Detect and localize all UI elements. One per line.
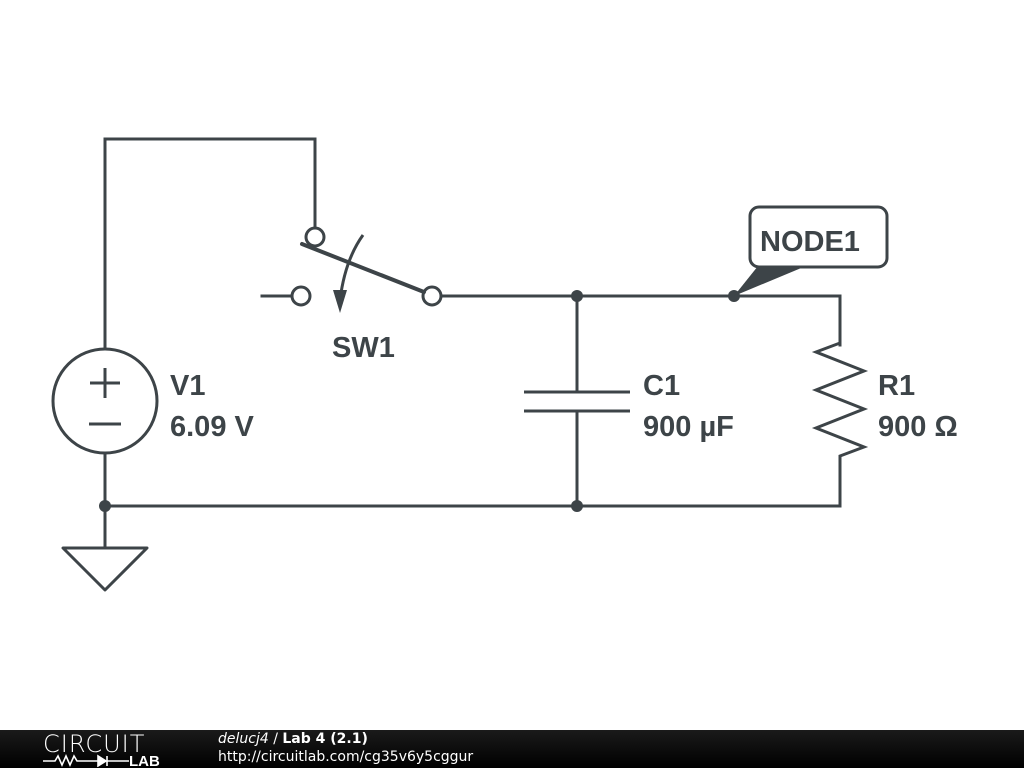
switch-arrow-head-icon	[333, 290, 347, 313]
c1-value-label: 900 µF	[643, 411, 734, 443]
capacitor-c1[interactable]: C1 900 µF	[524, 370, 734, 443]
switch-sw1[interactable]: SW1	[290, 226, 443, 364]
junction-dot	[571, 290, 583, 302]
author-link[interactable]: delucj4	[218, 731, 269, 747]
switch-blade	[300, 242, 426, 294]
node1-text: NODE1	[760, 226, 860, 258]
ground-icon	[61, 546, 149, 592]
title-separator: /	[268, 731, 283, 747]
footer-title-line: delucj4 / Lab 4 (2.1)	[218, 731, 368, 748]
node1-pointer	[734, 266, 806, 296]
voltage-source-v1[interactable]: V1 6.09 V	[51, 347, 254, 455]
switch-terminal-open	[290, 285, 312, 307]
switch-terminal-closed	[421, 285, 443, 307]
switch-terminal-common	[304, 226, 326, 248]
junction-dot	[571, 500, 583, 512]
schematic-canvas: V1 6.09 V SW1 C1 900 µF R1 900 Ω NODE1	[51, 137, 958, 592]
voltage-source-circle	[51, 347, 159, 455]
c1-name-label: C1	[643, 370, 680, 402]
circuitlab-logo-text[interactable]: CIRCUIT	[43, 730, 146, 758]
wires	[103, 137, 842, 550]
resistor-diode-icon	[43, 754, 129, 767]
r1-value-label: 900 Ω	[878, 411, 958, 443]
sw1-name-label: SW1	[332, 332, 395, 364]
footer-bar: CIRCUIT LAB delucj4 / Lab 4 (2.1) http:/…	[0, 730, 1024, 768]
resistor-zigzag	[811, 340, 869, 458]
node1-box	[748, 205, 889, 269]
r1-name-label: R1	[878, 370, 915, 402]
node1-label[interactable]: NODE1	[734, 205, 889, 296]
logo-lab-text: LAB	[129, 753, 160, 767]
wire-top-left	[103, 137, 317, 350]
v1-name-label: V1	[170, 370, 205, 402]
circuit-title[interactable]: Lab 4 (2.1)	[282, 731, 368, 747]
resistor-r1[interactable]: R1 900 Ω	[811, 340, 958, 458]
junction-dot	[99, 500, 111, 512]
v1-value-label: 6.09 V	[170, 411, 254, 443]
ground-symbol	[61, 546, 149, 592]
wire-bottom	[103, 453, 842, 508]
circuit-url[interactable]: http://circuitlab.com/cg35v6y5cggur	[218, 749, 474, 765]
circuitlab-logo-symbol[interactable]: LAB	[43, 753, 173, 767]
